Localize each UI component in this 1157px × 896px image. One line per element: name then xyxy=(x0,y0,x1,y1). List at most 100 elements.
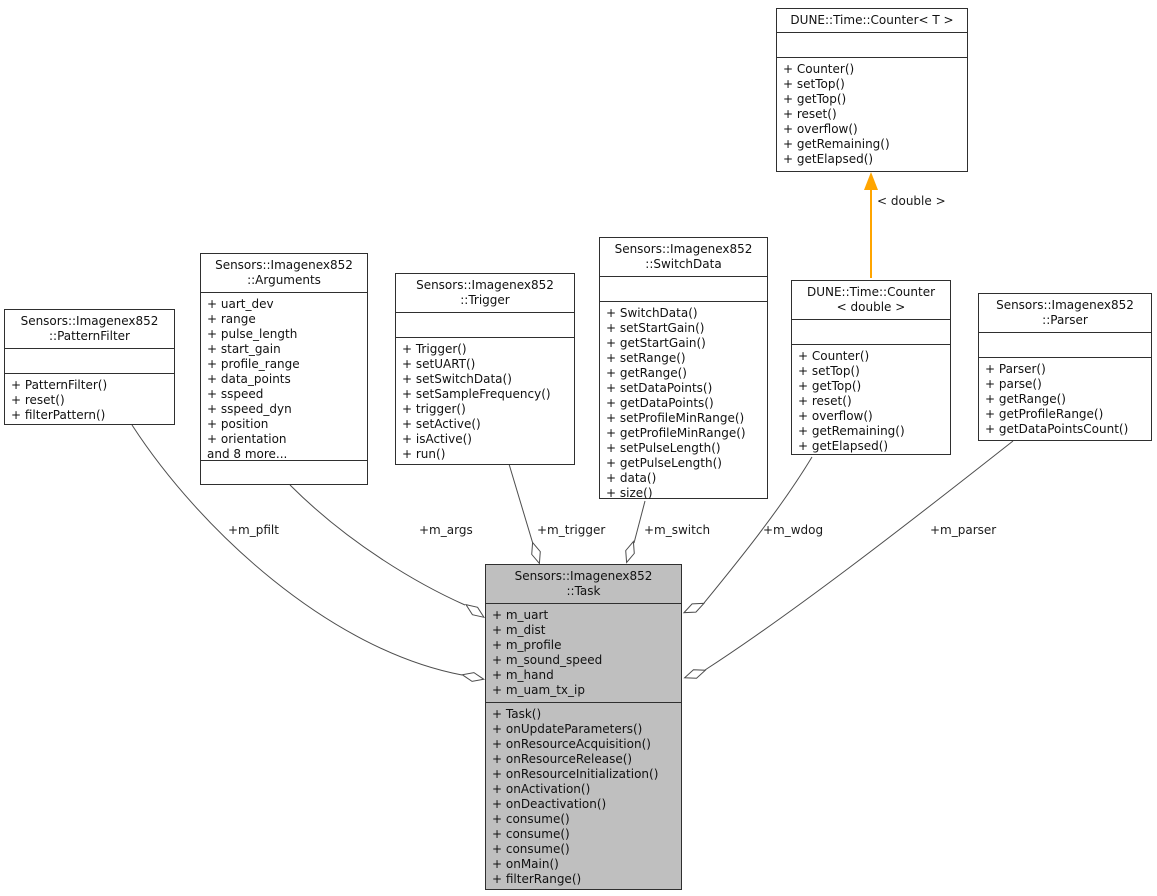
edge-label-m-switch: +m_switch xyxy=(644,523,711,537)
methods-section: + Trigger()+ setUART()+ setSwitchData() +… xyxy=(396,337,574,464)
member-line: + data_points xyxy=(207,372,291,386)
class-box-dune-time-counter-double[interactable]: DUNE::Time::Counter < double > + Counter… xyxy=(791,280,951,455)
class-title: Sensors::Imagenex852 ::Arguments xyxy=(215,258,353,287)
member-line: + Task() xyxy=(492,707,542,721)
member-line: + setPulseLength() xyxy=(606,441,721,455)
member-line: + run() xyxy=(402,447,446,461)
member-line: + m_profile xyxy=(492,638,562,652)
class-title: Sensors::Imagenex852 ::Parser xyxy=(996,298,1134,327)
aggregation-diamond-switch xyxy=(625,540,635,564)
attributes-section: + m_uart+ m_dist+ m_profile+ m_sound_spe… xyxy=(486,603,681,702)
aggregation-diamond-trigger xyxy=(531,541,541,565)
member-line: + onMain() xyxy=(492,857,559,871)
class-box-trigger[interactable]: Sensors::Imagenex852 ::Trigger + Trigger… xyxy=(395,273,575,465)
class-title: Sensors::Imagenex852 ::PatternFilter xyxy=(20,314,159,343)
member-line: + size() xyxy=(606,486,653,500)
edge-label-m-args: +m_args xyxy=(419,523,473,537)
edge-label-m-parser: +m_parser xyxy=(930,523,997,537)
attributes-section xyxy=(396,312,574,337)
attributes-section: + uart_dev+ range+ pulse_length+ start_g… xyxy=(201,292,367,461)
member-line: + pulse_length xyxy=(207,327,298,341)
member-line: + filterPattern() xyxy=(11,408,106,422)
member-line: + position xyxy=(207,417,269,431)
member-line: + getRange() xyxy=(606,366,687,380)
methods-section: + SwitchData()+ setStartGain()+ getStart… xyxy=(600,301,767,500)
member-line: + onResourceRelease() xyxy=(492,752,633,766)
member-line: + getTop() xyxy=(798,379,862,393)
attributes-section xyxy=(5,348,174,373)
member-line: and 8 more... xyxy=(207,447,288,461)
member-line: + setDataPoints() xyxy=(606,381,713,395)
member-line: + consume() xyxy=(492,842,570,856)
member-line: + sspeed xyxy=(207,387,264,401)
member-line: + filterRange() xyxy=(492,872,582,886)
member-line: + setSwitchData() xyxy=(402,372,512,386)
member-line: + overflow() xyxy=(798,409,873,423)
member-line: + m_uart xyxy=(492,608,549,622)
member-line: + setProfileMinRange() xyxy=(606,411,745,425)
edge-label-m-wdog: +m_wdog xyxy=(763,523,824,537)
attributes-section xyxy=(600,276,767,301)
template-arrowhead xyxy=(864,172,878,190)
class-box-dune-time-counter-t[interactable]: DUNE::Time::Counter< T > + Counter()+ se… xyxy=(776,8,968,172)
edge-m-args xyxy=(289,484,466,606)
member-line: + uart_dev xyxy=(207,297,274,311)
member-line: + getProfileRange() xyxy=(985,407,1104,421)
member-line: + onActivation() xyxy=(492,782,591,796)
methods-section: + Task()+ onUpdateParameters()+ onResour… xyxy=(486,702,681,889)
template-instance-arrow xyxy=(864,172,878,278)
member-line: + getStartGain() xyxy=(606,336,706,350)
member-line: + sspeed_dyn xyxy=(207,402,292,416)
member-line: + consume() xyxy=(492,812,570,826)
class-title: Sensors::Imagenex852 ::Task xyxy=(514,569,653,598)
member-line: + setStartGain() xyxy=(606,321,705,335)
edge-m-switch xyxy=(633,500,646,544)
member-line: + setTop() xyxy=(783,77,845,91)
member-line: + m_hand xyxy=(492,668,554,682)
member-line: + onResourceInitialization() xyxy=(492,767,659,781)
edge-m-trigger xyxy=(508,463,534,545)
member-line: + getRange() xyxy=(985,392,1066,406)
edge-label-template-instance: < double > xyxy=(877,194,946,208)
member-line: + Parser() xyxy=(985,362,1046,376)
member-line: + onResourceAcquisition() xyxy=(492,737,651,751)
class-title: Sensors::Imagenex852 ::Trigger xyxy=(416,278,554,307)
class-box-pattern-filter[interactable]: Sensors::Imagenex852 ::PatternFilter + P… xyxy=(4,309,175,425)
member-line: + getRemaining() xyxy=(798,424,905,438)
methods-section: + PatternFilter()+ reset()+ filterPatter… xyxy=(5,373,174,424)
member-line: + start_gain xyxy=(207,342,281,356)
member-line: + getTop() xyxy=(783,92,847,106)
member-line: + trigger() xyxy=(402,402,466,416)
member-line: + onUpdateParameters() xyxy=(492,722,643,736)
member-line: + isActive() xyxy=(402,432,472,446)
member-line: + consume() xyxy=(492,827,570,841)
member-line: + setTop() xyxy=(798,364,860,378)
member-line: + setUART() xyxy=(402,357,476,371)
edge-m-pfilt xyxy=(131,424,463,676)
member-line: + getPulseLength() xyxy=(606,456,722,470)
aggregation-diamond-pfilt xyxy=(460,672,486,682)
member-line: + reset() xyxy=(11,393,65,407)
member-line: + getDataPointsCount() xyxy=(985,422,1129,436)
class-box-parser[interactable]: Sensors::Imagenex852 ::Parser + Parser()… xyxy=(978,293,1152,441)
edge-m-wdog xyxy=(703,456,813,604)
member-line: + getElapsed() xyxy=(798,439,889,453)
member-line: + getProfileMinRange() xyxy=(606,426,746,440)
methods-section: + Counter()+ setTop()+ getTop()+ reset()… xyxy=(792,344,950,454)
attributes-section xyxy=(792,319,950,344)
member-line: + reset() xyxy=(798,394,852,408)
member-line: + getElapsed() xyxy=(783,152,874,166)
class-box-task[interactable]: Sensors::Imagenex852 ::Task + m_uart+ m_… xyxy=(485,564,682,890)
member-line: + orientation xyxy=(207,432,287,446)
aggregation-diamond-parser xyxy=(683,669,707,679)
member-line: + getDataPoints() xyxy=(606,396,714,410)
member-line: + getRemaining() xyxy=(783,137,890,151)
member-line: + reset() xyxy=(783,107,837,121)
member-line: + Trigger() xyxy=(402,342,467,356)
member-line: + setActive() xyxy=(402,417,481,431)
edge-label-m-trigger: +m_trigger xyxy=(537,523,606,537)
class-box-switch-data[interactable]: Sensors::Imagenex852 ::SwitchData + Swit… xyxy=(599,237,768,500)
class-box-arguments[interactable]: Sensors::Imagenex852 ::Arguments + uart_… xyxy=(200,253,368,485)
